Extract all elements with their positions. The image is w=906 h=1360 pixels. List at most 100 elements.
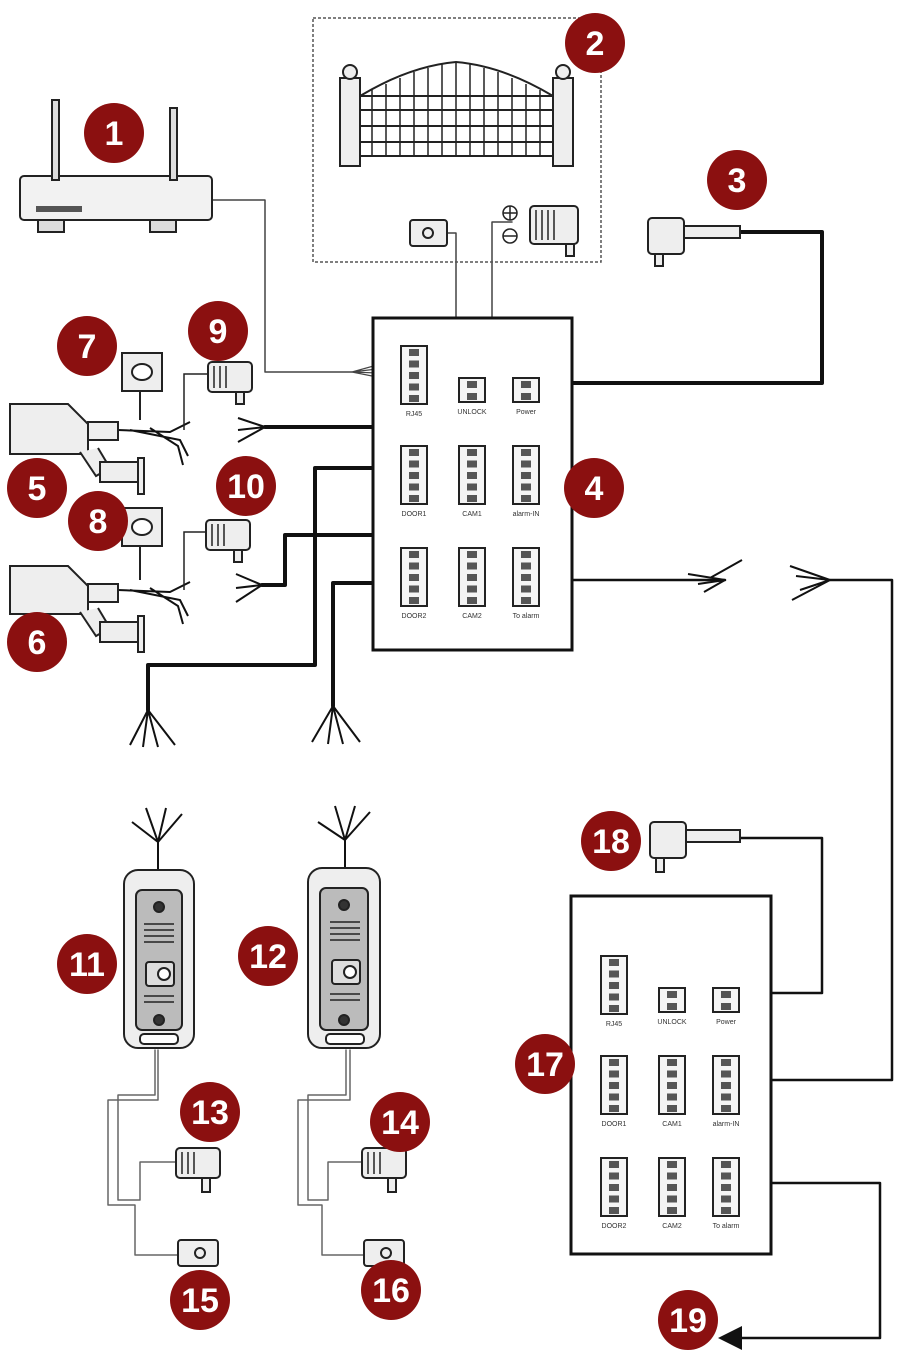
port-to-alarm: To alarm	[512, 547, 540, 620]
badge-5: 5	[7, 458, 67, 518]
port-cam1: CAM1	[658, 1055, 686, 1128]
port-unlock: UNLOCK	[657, 987, 687, 1026]
port-power: Power	[712, 987, 740, 1026]
wall-switch-icon	[121, 352, 163, 420]
badge-19: 19	[658, 1290, 718, 1350]
badge-number: 14	[381, 1104, 419, 1142]
badge-2: 2	[565, 13, 625, 73]
badge-number: 16	[372, 1272, 410, 1310]
port-door1: DOOR1	[400, 445, 428, 518]
badge-circle	[216, 456, 276, 516]
wire-door1	[146, 466, 397, 712]
port-label: To alarm	[713, 1223, 740, 1230]
port-rj45: RJ45	[600, 955, 628, 1028]
badge-10: 10	[216, 456, 276, 516]
badge-12: 12	[238, 926, 298, 986]
badge-15: 15	[170, 1270, 230, 1330]
port-label: Power	[716, 1019, 737, 1026]
badge-9: 9	[188, 301, 248, 361]
badge-number: 2	[586, 25, 605, 63]
polarity-signs	[502, 205, 518, 244]
fan-alarm-link	[789, 565, 831, 601]
wire-power-b	[738, 836, 824, 995]
power-adapter-icon	[183, 519, 251, 590]
badge-circle	[515, 1034, 575, 1094]
fan-door2-top	[311, 705, 361, 745]
router-icon	[19, 99, 213, 233]
port-door2: DOOR2	[600, 1157, 628, 1230]
port-alarm-in: alarm-IN	[712, 1055, 740, 1128]
port-label: DOOR1	[602, 1121, 627, 1128]
badge-number: 9	[209, 313, 228, 351]
badge-number: 13	[191, 1094, 229, 1132]
port-label: CAM2	[662, 1223, 682, 1230]
wire-fans	[117, 417, 831, 870]
port-cam1: CAM1	[458, 445, 486, 518]
door-station-icon	[307, 867, 381, 1049]
port-label: CAM1	[662, 1121, 682, 1128]
wire-alarm-link	[743, 578, 894, 1082]
badge-circle	[658, 1290, 718, 1350]
port-power: Power	[512, 377, 540, 416]
badge-circle	[57, 934, 117, 994]
badge-number: 10	[227, 468, 265, 506]
badge-circle	[57, 316, 117, 376]
power-adapter-icon	[183, 361, 253, 430]
wire-power-main	[543, 230, 824, 385]
arrow-head-icon	[718, 1326, 742, 1350]
port-label: RJ45	[606, 1021, 622, 1028]
port-alarm-in: alarm-IN	[512, 445, 540, 518]
lock-icon	[363, 1239, 405, 1267]
port-label: alarm-IN	[713, 1121, 740, 1128]
badge-number: 6	[28, 624, 47, 662]
port-label: CAM1	[462, 511, 482, 518]
badge-1: 1	[84, 103, 144, 163]
badge-number: 1	[105, 115, 124, 153]
badge-circle	[581, 811, 641, 871]
fan-cam5	[117, 421, 191, 466]
badge-circle	[7, 612, 67, 672]
badge-circle	[370, 1092, 430, 1152]
bullet-camera-icon	[9, 565, 145, 653]
wire-door11-down	[107, 1049, 179, 1256]
badge-16: 16	[361, 1260, 421, 1320]
badge-circle	[361, 1260, 421, 1320]
port-rj45: RJ45	[400, 345, 428, 418]
port-label: Power	[516, 409, 537, 416]
badge-number: 17	[526, 1046, 564, 1084]
badge-number: 12	[249, 938, 287, 976]
power-adapter-icon	[175, 1147, 221, 1193]
port-label: DOOR1	[402, 511, 427, 518]
gate-icon	[339, 60, 574, 167]
badge-18: 18	[581, 811, 641, 871]
bullet-camera-icon	[9, 403, 145, 495]
fan-cam5-right	[237, 417, 266, 443]
badge-13: 13	[180, 1082, 240, 1142]
port-door2: DOOR2	[400, 547, 428, 620]
badge-14: 14	[370, 1092, 430, 1152]
power-adapter-icon	[529, 205, 579, 257]
power-adapter-icon	[647, 217, 741, 267]
badge-17: 17	[515, 1034, 575, 1094]
port-cam2: CAM2	[658, 1157, 686, 1230]
badge-number: 15	[181, 1282, 219, 1320]
badge-number: 3	[728, 162, 747, 200]
badge-circle	[238, 926, 298, 986]
badge-circle	[170, 1270, 230, 1330]
fan-door1-top	[129, 709, 176, 748]
fan-door11-bottom	[131, 807, 183, 870]
badge-circle	[7, 458, 67, 518]
fan-door12-bottom	[317, 805, 371, 870]
badge-number: 7	[78, 328, 97, 366]
wall-switch-icon	[121, 507, 163, 580]
port-door1: DOOR1	[600, 1055, 628, 1128]
badge-4: 4	[564, 458, 624, 518]
port-label: RJ45	[406, 411, 422, 418]
port-label: To alarm	[513, 613, 540, 620]
badge-number: 11	[69, 946, 105, 984]
wires	[107, 199, 894, 1340]
badge-circle	[84, 103, 144, 163]
power-adapter-icon	[649, 821, 741, 873]
